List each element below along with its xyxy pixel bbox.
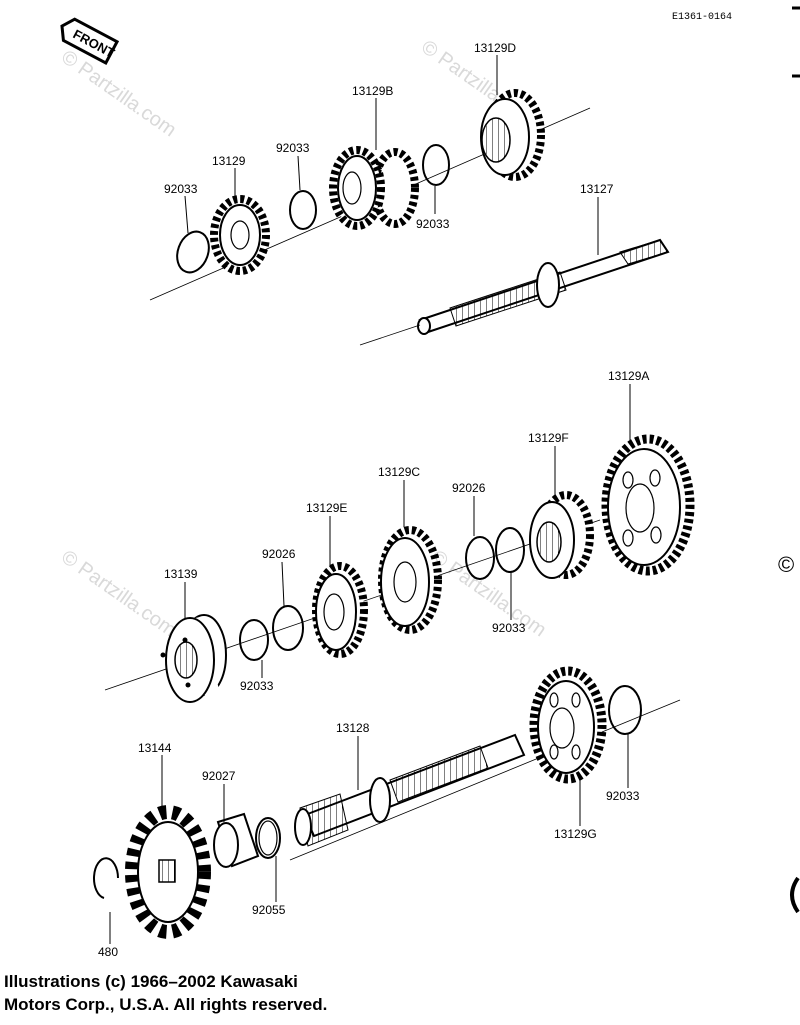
label-13129F: 13129F xyxy=(528,431,569,445)
label-480: 480 xyxy=(98,945,118,959)
label-13129G: 13129G xyxy=(554,827,597,841)
copyright-notice: Illustrations (c) 1966–2002 Kawasaki Mot… xyxy=(4,970,424,1016)
label-92033: 92033 xyxy=(276,141,310,155)
label-92027: 92027 xyxy=(202,769,236,783)
washer-92026 xyxy=(465,496,495,580)
label-13139: 13139 xyxy=(164,567,198,581)
label-13129: 13129 xyxy=(212,154,246,168)
label-92055: 92055 xyxy=(252,903,286,917)
gear-13129A xyxy=(601,384,695,576)
label-92026: 92026 xyxy=(262,547,296,561)
label-13144: 13144 xyxy=(138,741,172,755)
label-13129A: 13129A xyxy=(608,369,649,383)
circlip-92033 xyxy=(176,195,210,274)
part-labels: 13129D 13129B 13129 92033 92033 92033 13… xyxy=(98,41,649,959)
circlip-92033 xyxy=(608,685,642,788)
washer-92026 xyxy=(272,561,304,651)
edge-bracket xyxy=(790,876,800,914)
label-13129E: 13129E xyxy=(306,501,347,515)
label-13128: 13128 xyxy=(336,721,370,735)
circlip-480 xyxy=(93,857,119,944)
gear-13129B xyxy=(329,98,419,230)
label-92033: 92033 xyxy=(164,182,198,196)
gear-13129D xyxy=(480,55,545,181)
label-13129C: 13129C xyxy=(378,465,420,479)
watermark: © Partzilla.com xyxy=(57,46,180,141)
circlip-92033 xyxy=(239,619,269,678)
hub-13139 xyxy=(160,582,227,703)
label-92033: 92033 xyxy=(492,621,526,635)
gear-13129G xyxy=(529,666,607,826)
label-92033: 92033 xyxy=(240,679,274,693)
watermark: © Partzilla.com xyxy=(57,546,180,641)
edge-symbol: © xyxy=(778,552,794,577)
label-13129B: 13129B xyxy=(352,84,393,98)
shaft-13127 xyxy=(359,197,670,346)
copyright-line-2: Motors Corp., U.S.A. All rights reserved… xyxy=(4,995,328,1014)
gear-13129F xyxy=(529,446,594,579)
label-13129D: 13129D xyxy=(474,41,516,55)
label-92033: 92033 xyxy=(606,789,640,803)
label-92033: 92033 xyxy=(416,217,450,231)
ring-92055 xyxy=(255,817,281,902)
circlip-92033 xyxy=(289,155,317,230)
label-92026: 92026 xyxy=(452,481,486,495)
gear-13129C xyxy=(378,480,442,634)
watermark-group: © Partzilla.com © Partzilla.com © Partzi… xyxy=(57,36,550,641)
gear-13129E xyxy=(312,516,368,658)
circlip-92033 xyxy=(495,527,525,620)
label-13127: 13127 xyxy=(580,182,614,196)
collar-92027 xyxy=(213,784,260,868)
sprocket-13144 xyxy=(125,755,211,939)
watermark: © Partzilla.com xyxy=(427,546,550,641)
diagram-code: E1361-0164 xyxy=(672,12,732,23)
circlip-92033 xyxy=(422,144,450,214)
axis-line-lower xyxy=(289,699,681,861)
shaft-13128 xyxy=(294,733,526,847)
gear-13129 xyxy=(210,168,270,275)
axis-arrow xyxy=(359,324,421,346)
copyright-line-1: Illustrations (c) 1966–2002 Kawasaki xyxy=(4,972,298,991)
